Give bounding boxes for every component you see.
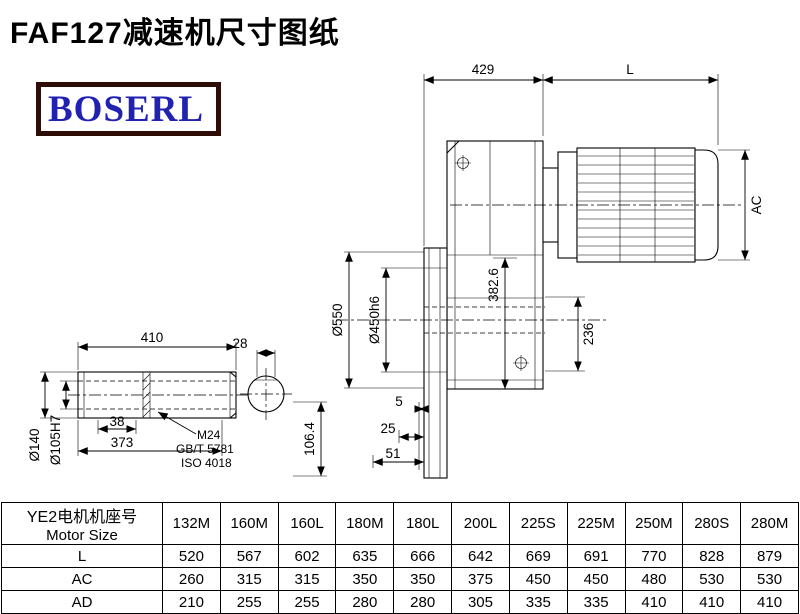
boserl-logo-text: BOSERL	[48, 88, 205, 130]
table-cell: 691	[566, 544, 626, 568]
output-flange	[423, 247, 448, 479]
table-cell: 669	[508, 544, 568, 568]
table-cell: 410	[740, 590, 799, 614]
table-cell: 635	[335, 544, 395, 568]
table-cell: 260	[162, 567, 221, 591]
page-title: FAF127减速机尺寸图纸	[10, 17, 340, 50]
table-cell: 602	[277, 544, 337, 568]
column-header-280S: 280S	[682, 502, 742, 545]
table-cell: 410	[682, 590, 742, 614]
dim-28: 28	[232, 336, 247, 351]
dim-spigot-dia-450h6: Ø450h6	[367, 296, 382, 344]
table-cell: 642	[451, 544, 510, 568]
dim-38: 38	[109, 414, 124, 429]
column-header-180L: 180L	[393, 502, 453, 545]
table-cell: 450	[566, 567, 626, 591]
dim-51: 51	[385, 446, 400, 461]
row-label-L: L	[1, 544, 163, 568]
dimension-labels: 429 L AC Ø550 Ø450h6 382.6 236 5 25 51 1…	[27, 62, 764, 470]
gearbox-housing	[446, 140, 544, 390]
dim-5: 5	[395, 394, 403, 409]
table-cell: 305	[451, 590, 510, 614]
table-cell: 335	[508, 590, 568, 614]
dim-373: 373	[111, 435, 134, 450]
table-cell: 666	[393, 544, 453, 568]
column-header-180M: 180M	[335, 502, 395, 545]
dim-motor-height-AC: AC	[749, 195, 764, 214]
table-cell: 375	[451, 567, 510, 591]
table-cell: 450	[508, 567, 568, 591]
dim-bore-dia-105H7: Ø105H7	[48, 415, 63, 465]
table-cell: 828	[682, 544, 742, 568]
table-cell: 315	[277, 567, 337, 591]
table-cell: 530	[682, 567, 742, 591]
table-cell: 255	[219, 590, 279, 614]
dim-106-4: 106.4	[302, 422, 317, 456]
column-header-160L: 160L	[277, 502, 337, 545]
column-header-280M: 280M	[740, 502, 799, 545]
table-cell: 520	[162, 544, 221, 568]
dimension-lines	[40, 74, 750, 477]
dim-410: 410	[141, 330, 164, 345]
table-cell: 879	[740, 544, 799, 568]
table-cell: 350	[393, 567, 453, 591]
column-header-200L: 200L	[451, 502, 510, 545]
dim-shaft-dia-140: Ø140	[27, 428, 42, 461]
dim-236: 236	[581, 323, 596, 346]
column-header-250M: 250M	[624, 502, 684, 545]
table-cell: 567	[219, 544, 279, 568]
table-cell: 280	[393, 590, 453, 614]
table-cell: 530	[740, 567, 799, 591]
dim-429: 429	[472, 62, 495, 77]
column-header-160M: 160M	[219, 502, 279, 545]
row-label-AD: AD	[1, 590, 163, 614]
callout-m24: M24	[197, 428, 221, 442]
table-cell: 480	[624, 567, 684, 591]
callout-gbt5781: GB/T 5781	[176, 442, 234, 456]
table-cell: 350	[335, 567, 395, 591]
dim-flange-dia-550: Ø550	[330, 303, 345, 336]
dimension-drawing: 429 L AC Ø550 Ø450h6 382.6 236 5 25 51 1…	[27, 62, 764, 479]
dim-motor-length-L: L	[626, 62, 634, 77]
boserl-logo: BOSERL	[36, 82, 221, 136]
dim-25: 25	[380, 421, 395, 436]
motor-size-header-cn: YE2电机机座号	[26, 509, 138, 526]
column-header-225S: 225S	[508, 502, 568, 545]
table-cell: 315	[219, 567, 279, 591]
table-cell: 410	[624, 590, 684, 614]
table-cell: 280	[335, 590, 395, 614]
table-cell: 770	[624, 544, 684, 568]
table-cell: 255	[277, 590, 337, 614]
table-cell: 210	[162, 590, 221, 614]
table-cell: 335	[566, 590, 626, 614]
dim-382-6: 382.6	[486, 268, 501, 302]
centerlines	[68, 204, 742, 420]
callout-iso4018: ISO 4018	[181, 456, 232, 470]
column-header-225M: 225M	[566, 502, 626, 545]
row-label-AC: AC	[1, 567, 163, 591]
motor-size-header-en: Motor Size	[46, 527, 118, 544]
column-header-132M: 132M	[162, 502, 221, 545]
